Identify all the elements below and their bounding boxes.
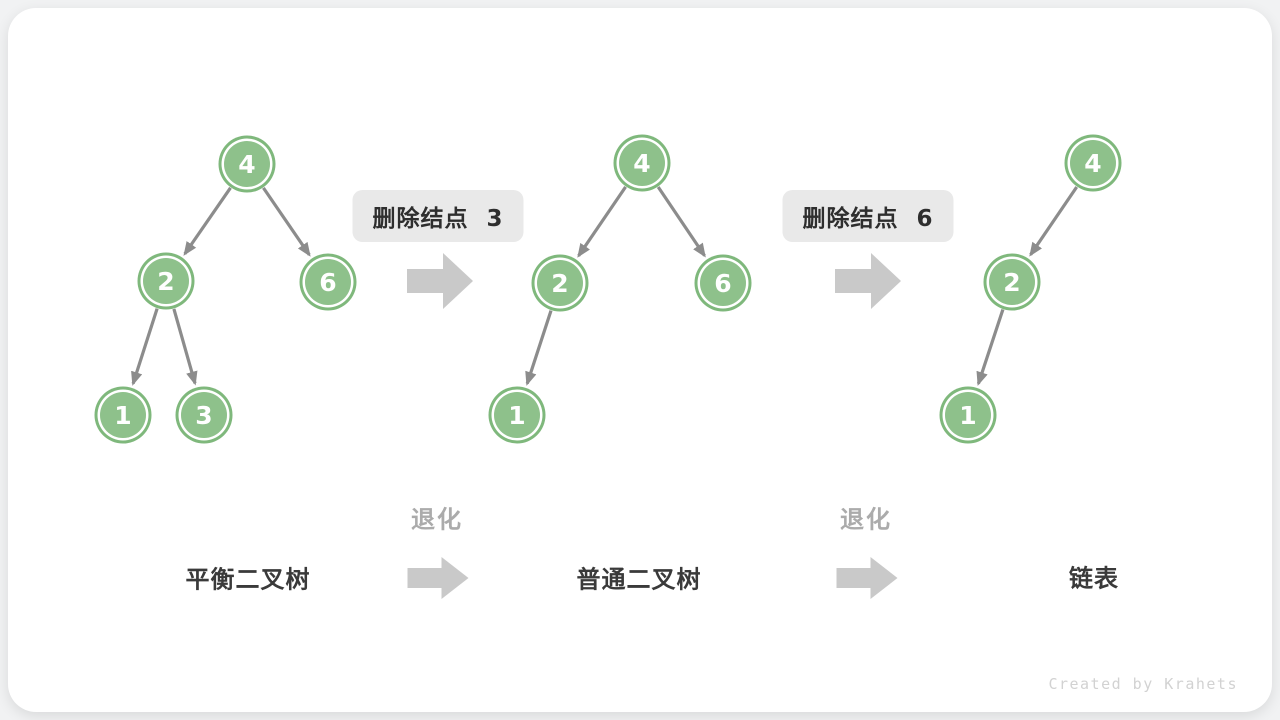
operation-label-delete-node-6: 删除结点 6	[782, 190, 954, 242]
linked-list-node-2: 2	[989, 259, 1035, 305]
degrade-arrow-icon-2	[836, 557, 898, 599]
stage-label-ordinary-binary-tree: 普通二叉树	[576, 565, 702, 594]
stage-label-balanced-binary-tree: 平衡二叉树	[185, 565, 311, 594]
ordinary-binary-tree-node-2: 2	[537, 260, 583, 306]
arrow-head	[441, 557, 469, 599]
balanced-binary-tree-node-3: 3	[181, 392, 227, 438]
degrade-label-1: 退化	[411, 505, 463, 534]
ordinary-binary-tree-node-4: 4	[619, 140, 665, 186]
ordinary-binary-tree-node-1: 1	[494, 392, 540, 438]
degrade-label-2: 退化	[840, 505, 892, 534]
balanced-binary-tree-node-2: 2	[143, 258, 189, 304]
arrow-head	[871, 253, 901, 309]
transform-arrow-icon-2	[835, 253, 901, 309]
degrade-arrow-icon-1	[407, 557, 469, 599]
linked-list-node-4: 4	[1070, 140, 1116, 186]
stage-label-linked-list: 链表	[1069, 564, 1119, 593]
operation-label-delete-node-3: 删除结点 3	[352, 190, 524, 242]
linked-list-node-1: 1	[945, 392, 991, 438]
balanced-binary-tree-node-4: 4	[224, 141, 270, 187]
canvas-card	[8, 8, 1272, 712]
arrow-shaft	[407, 269, 443, 293]
arrow-shaft	[407, 568, 442, 588]
watermark-credit: Created by Krahets	[1048, 675, 1238, 693]
arrow-shaft	[836, 568, 871, 588]
arrow-head	[870, 557, 898, 599]
transform-arrow-icon-1	[407, 253, 473, 309]
balanced-binary-tree-node-6: 6	[305, 259, 351, 305]
ordinary-binary-tree-node-6: 6	[700, 260, 746, 306]
arrow-shaft	[835, 269, 871, 293]
arrow-head	[443, 253, 473, 309]
balanced-binary-tree-node-1: 1	[100, 392, 146, 438]
